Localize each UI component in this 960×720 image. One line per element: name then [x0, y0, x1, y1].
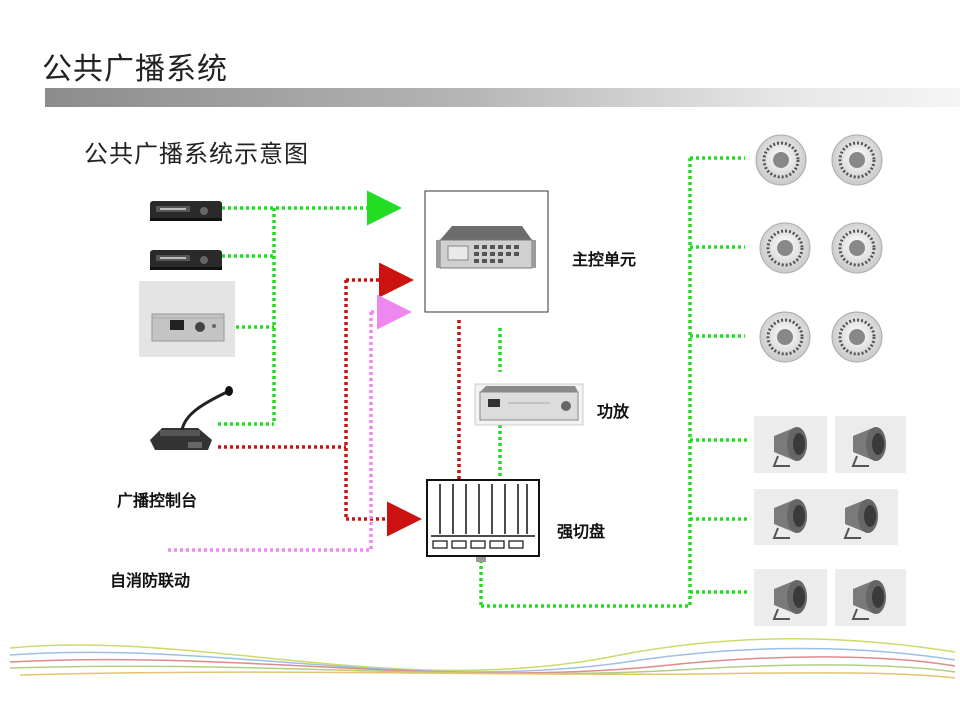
decorative-waves: [9, 637, 956, 679]
ceiling-speaker-icon: [755, 134, 807, 186]
horn-speaker-icon: [835, 569, 906, 626]
slide-title: 公共广播系统: [42, 52, 228, 87]
gooseneck-microphone-icon: [150, 386, 233, 450]
horn-speaker-icon: [754, 416, 827, 473]
ceiling-speaker-icon: [831, 134, 883, 186]
horn-speaker-icon: [835, 416, 906, 473]
label-amplifier: 功放: [597, 402, 630, 421]
power-amplifier-icon: [474, 383, 584, 426]
diagram-subtitle: 公共广播系统示意图: [84, 140, 309, 168]
ceiling-speaker-icon: [831, 222, 883, 274]
tuner-panel-icon: [139, 281, 235, 357]
horn-speaker-icon: [754, 489, 898, 545]
ceiling-speaker-icon: [831, 311, 883, 363]
ceiling-speaker-icon: [759, 222, 811, 274]
ceiling-speaker-icon: [759, 311, 811, 363]
green-signal-lines: [218, 156, 750, 608]
rack-control-unit-icon: [424, 190, 549, 313]
label-forced-switch: 强切盘: [557, 522, 606, 541]
label-main-control: 主控单元: [572, 250, 637, 269]
label-broadcast-console: 广播控制台: [117, 491, 198, 510]
red-control-lines: [218, 262, 461, 537]
horn-speaker-icon: [754, 569, 827, 626]
audio-player-icon: [150, 250, 222, 270]
audio-player-icon: [150, 201, 222, 221]
forced-switch-panel-icon: [426, 479, 540, 562]
pink-fire-lines: [168, 294, 412, 552]
title-bar: [45, 88, 960, 107]
label-fire-linkage: 自消防联动: [110, 571, 191, 590]
